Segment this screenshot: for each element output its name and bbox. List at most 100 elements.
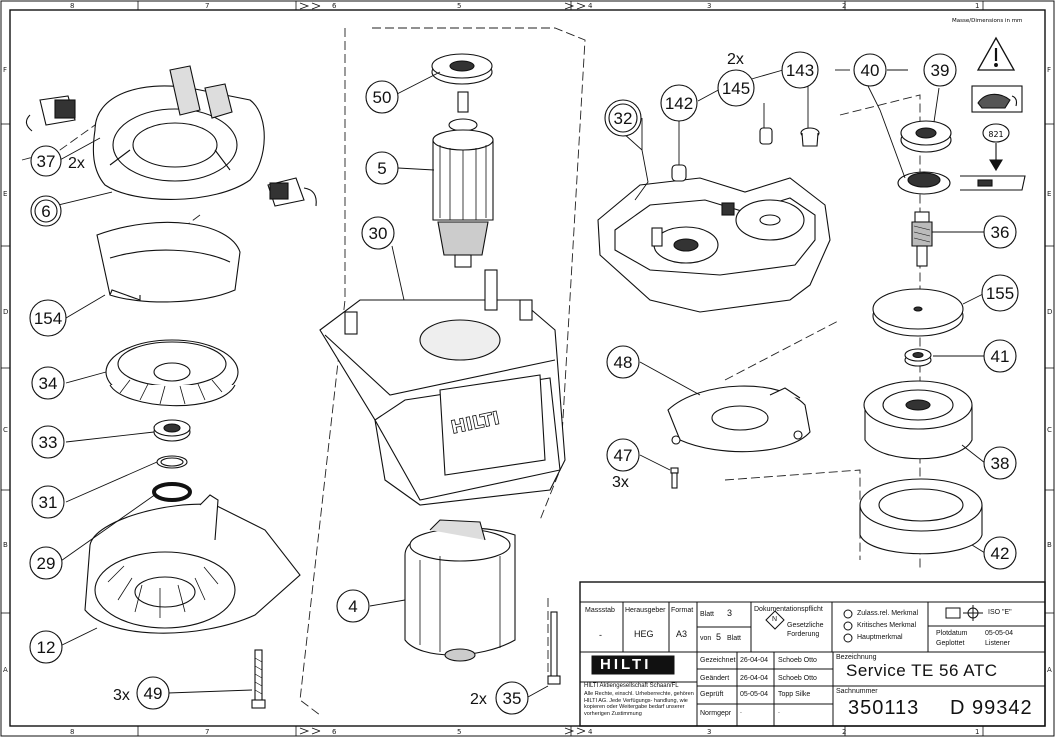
col-label: 2	[842, 2, 846, 10]
callout-label-34: 34	[39, 374, 58, 393]
callout-label-143: 143	[786, 61, 814, 80]
plotdatum-label: Plotdatum	[936, 630, 968, 637]
gezeichnet-name: Schoeb Otto	[778, 657, 817, 664]
doku-label: Dokumentationspflicht	[754, 606, 823, 613]
herausgeber-value: HEG	[634, 629, 654, 639]
motor-housing-part: HILTI	[319, 269, 566, 506]
von-value: 5	[716, 632, 722, 642]
col-label: 2	[842, 728, 846, 736]
long-screw-part	[547, 611, 561, 685]
sachnummer-value: 350113	[848, 697, 920, 719]
gezeichnet-date: 26-04-04	[740, 657, 769, 664]
ring-gear-part	[859, 478, 983, 555]
geprueft-name: Topp Silke	[778, 691, 811, 698]
row-labels-right: F E D C B A	[1047, 66, 1052, 674]
callout-labels: 50 5 30 4 35 37 6 154 34 33 31 29 12 49 …	[34, 61, 1014, 708]
callout-label-48: 48	[614, 353, 633, 372]
herausgeber-label: Herausgeber	[625, 607, 666, 614]
row-label: B	[3, 541, 8, 549]
column-labels-top: 8 7 6 5 4 3 2 1	[70, 2, 979, 10]
cover-plate-part	[667, 385, 811, 453]
air-baffle-part	[96, 221, 241, 303]
blatt-label: Blatt	[700, 611, 715, 618]
callout-label-31: 31	[39, 493, 58, 512]
geaendert-name: Schoeb Otto	[778, 675, 817, 682]
callout-label-42: 42	[991, 544, 1010, 563]
col-label: 5	[457, 728, 461, 736]
geplottet-value: Listener	[985, 640, 1010, 647]
normgepr-date: .	[740, 708, 742, 715]
callout-label-29: 29	[37, 554, 56, 573]
callout-label-154: 154	[34, 309, 62, 328]
callout-label-39: 39	[931, 61, 950, 80]
massstab-label: Massstab	[585, 607, 615, 614]
col-label: 4	[588, 2, 593, 10]
format-value: A3	[676, 629, 688, 639]
gear-bearing-part	[900, 120, 952, 153]
col-label: 7	[205, 2, 209, 10]
row-label: D	[1047, 308, 1052, 316]
leader-lines	[57, 69, 986, 698]
col-label: 1	[975, 2, 979, 10]
title-block-frame	[579, 581, 1046, 727]
col-label: 8	[70, 728, 74, 736]
qty-145: 2x	[727, 51, 744, 68]
row-label: A	[3, 666, 8, 674]
qty-49: 3x	[113, 687, 130, 704]
col-label: 6	[332, 2, 337, 10]
armature-bearing-part	[431, 53, 493, 85]
drawing-number: D 99342	[950, 697, 1033, 719]
blatt-value: 3	[727, 608, 733, 618]
callout-label-6: 6	[41, 202, 50, 221]
needle-bearing-part	[904, 348, 932, 367]
row-label: F	[1047, 66, 1051, 74]
col-label: 3	[707, 728, 711, 736]
hilti-logo: HILTI	[600, 656, 652, 673]
callout-label-5: 5	[377, 159, 386, 178]
bezeichnung-value: Service TE 56 ATC	[846, 661, 998, 680]
normgepr-label: Normgepr	[700, 710, 732, 717]
quantity-labels: 2x 2x 3x 2x 3x	[68, 51, 744, 708]
merkmal-1: Zulass.rel. Merkmal	[857, 610, 919, 617]
callout-label-155: 155	[986, 284, 1014, 303]
bezeichnung-label: Bezeichnung	[836, 654, 877, 661]
carbon-brush-part	[25, 95, 317, 207]
row-label: E	[3, 190, 7, 198]
qty-37: 2x	[68, 155, 85, 172]
doku-text-1: Gesetzliche	[787, 622, 824, 629]
format-label: Format	[671, 607, 694, 614]
merkmal-3: Hauptmerkmal	[857, 634, 903, 641]
cover-disc-part	[872, 288, 964, 337]
callouts	[29, 51, 1019, 715]
brush-holder-housing-part	[92, 65, 265, 200]
col-label: 1	[975, 728, 979, 736]
callout-label-47: 47	[614, 446, 633, 465]
row-label: D	[3, 308, 8, 316]
qty-47: 3x	[612, 474, 629, 491]
row-labels-left: F E D C B A	[3, 66, 8, 674]
callout-label-12: 12	[37, 638, 56, 657]
small-screw-part	[670, 467, 679, 489]
sachnummer-label: Sachnummer	[836, 688, 878, 695]
col-label: 6	[332, 728, 337, 736]
doku-text-2: Forderung	[787, 631, 820, 638]
company-name: HILTI Aktiengesellschaft Schaan/FL	[584, 683, 679, 689]
o-ring-part	[152, 482, 192, 502]
armature-part	[432, 91, 494, 268]
callout-label-145: 145	[722, 79, 750, 98]
grease-code: 821	[988, 130, 1003, 139]
row-label: B	[1047, 541, 1052, 549]
shaft-seal-part	[897, 171, 951, 195]
doku-symbol: N	[772, 616, 778, 623]
gezeichnet-label: Gezeichnet	[700, 657, 736, 664]
callout-label-50: 50	[373, 88, 392, 107]
normgepr-name: .	[778, 708, 780, 715]
fan-housing-part	[84, 494, 301, 634]
grease-icon	[960, 85, 1026, 191]
callout-label-36: 36	[991, 223, 1010, 242]
qty-35: 2x	[470, 691, 487, 708]
plotdatum-value: 05-05-04	[985, 630, 1014, 637]
row-label: C	[1047, 426, 1052, 434]
callout-label-37: 37	[37, 152, 56, 171]
